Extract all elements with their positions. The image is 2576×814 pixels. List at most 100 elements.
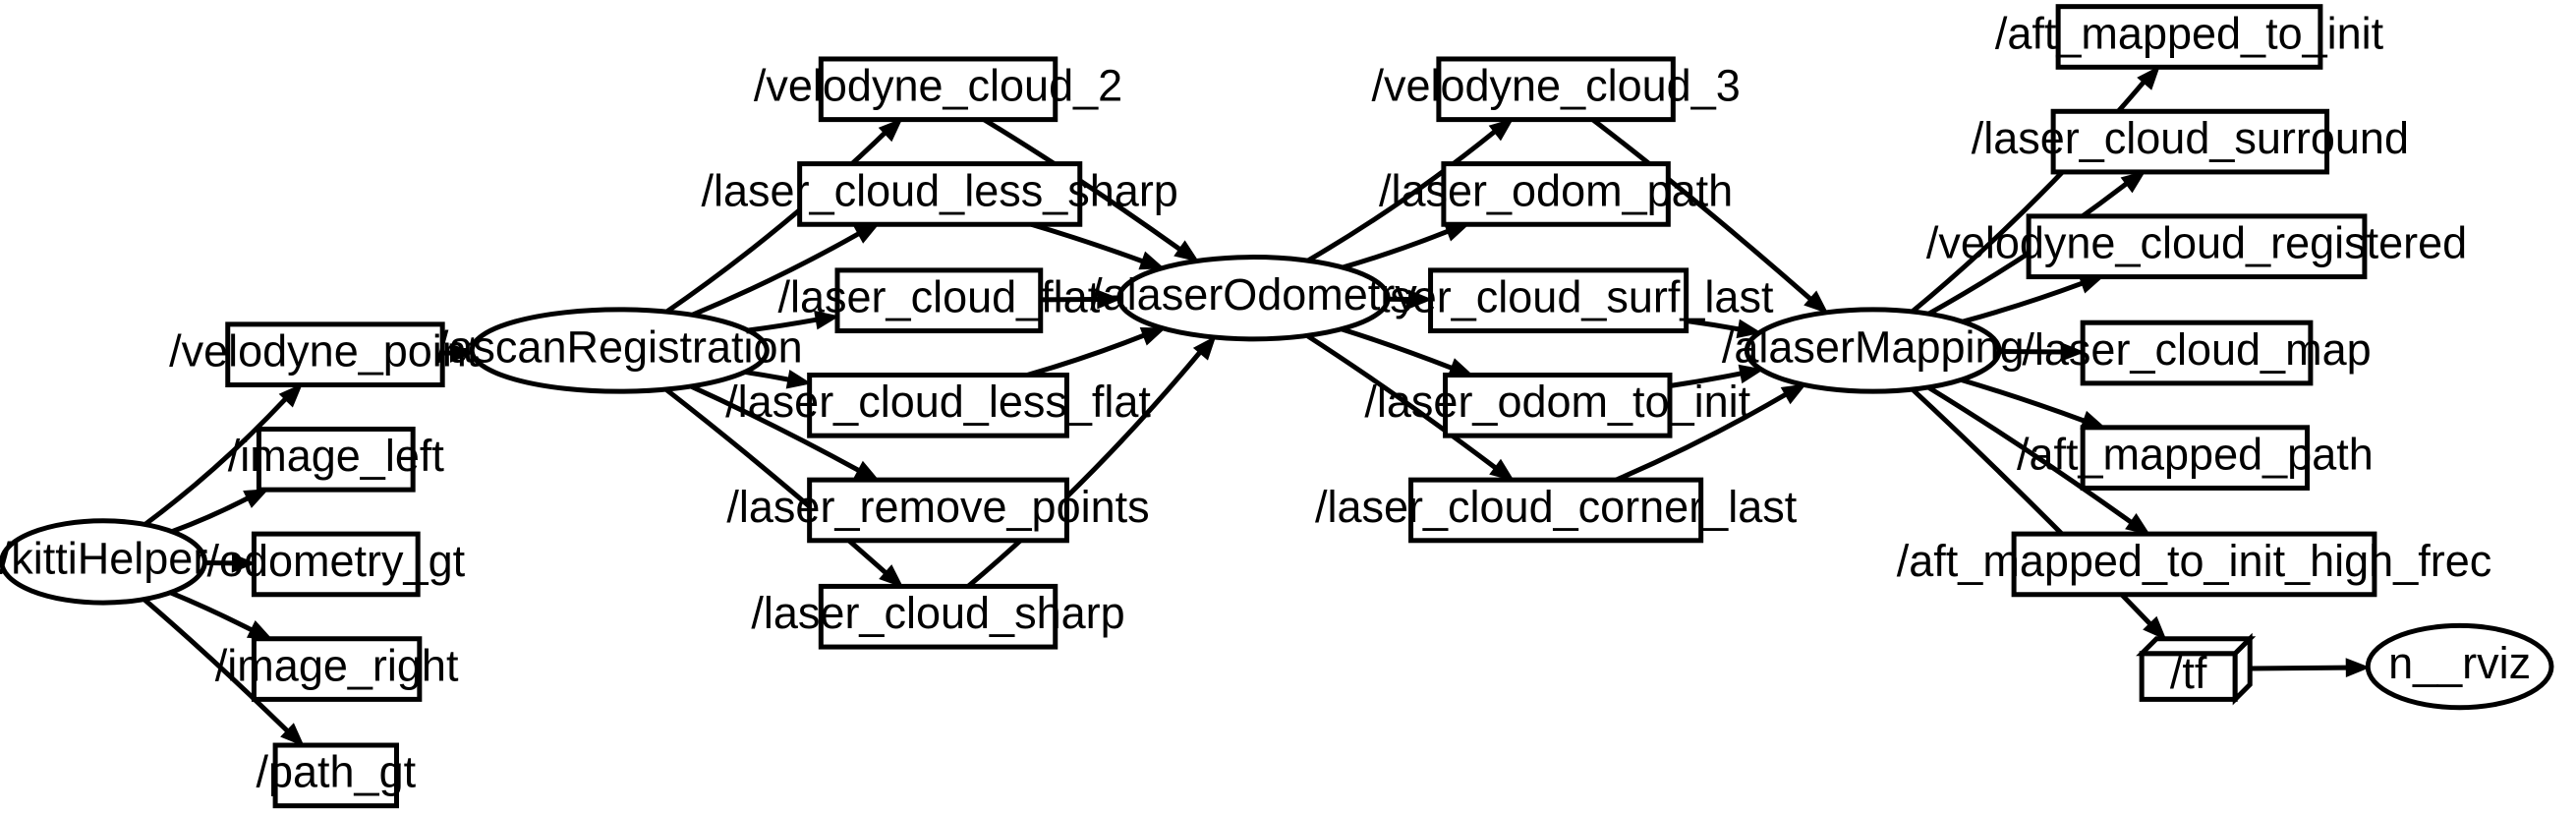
topic-label: /laser_cloud_map [2022, 324, 2371, 375]
topic-label: /velodyne_cloud_registered [1926, 218, 2467, 268]
topic-laser_cloud_map[interactable]: /laser_cloud_map [2022, 320, 2372, 386]
graph-edge [1926, 384, 2133, 525]
topic-velodyne_cloud_2[interactable]: /velodyne_cloud_2 [754, 56, 1122, 123]
topic-tf[interactable]: /tf [2136, 632, 2257, 706]
arrowhead-icon [2137, 65, 2160, 90]
node-n__rviz[interactable]: n__rviz [2365, 622, 2554, 711]
topic-laser_odom_to_init[interactable]: /laser_odom_to_init [1364, 373, 1751, 438]
topic-path_gt[interactable]: /path_gt [256, 742, 417, 809]
topic-laser_remove_points[interactable]: /laser_remove_points [726, 477, 1150, 544]
arrowhead-icon [1803, 290, 1829, 315]
topic-label: /laser_cloud_corner_last [1315, 482, 1798, 532]
arrowhead-icon [879, 564, 904, 588]
graph-edge [1669, 371, 1742, 388]
topic-laser_cloud_less_flat[interactable]: /laser_cloud_less_flat [725, 373, 1151, 438]
topic-aft_mapped_to_init_high_frec[interactable]: /aft_mapped_to_init_high_frec [1897, 531, 2491, 598]
topic-laser_cloud_corner_last[interactable]: /laser_cloud_corner_last [1315, 477, 1798, 544]
graph-edge [171, 495, 250, 535]
arrowhead-icon [1736, 319, 1762, 339]
arrowhead-icon [1780, 383, 1807, 405]
topic-laser_odom_path[interactable]: /laser_odom_path [1379, 161, 1733, 227]
arrowhead-icon [853, 223, 881, 244]
graph-edge [1030, 221, 1144, 264]
node-label: /alaserMapping [1722, 321, 2025, 372]
graph-edge [1962, 280, 2084, 324]
arrowhead-icon [246, 619, 273, 640]
arrowhead-icon [1407, 289, 1433, 310]
arrowhead-icon [2143, 615, 2167, 641]
topic-label: /laser_odom_path [1379, 165, 1733, 215]
topic-label: /aft_mapped_to_init [1995, 8, 2384, 58]
graph-edge [142, 597, 290, 733]
topic-aft_mapped_path[interactable]: /aft_mapped_path [2017, 425, 2374, 491]
topic-label: /laser_remove_points [726, 482, 1149, 532]
arrowhead-icon [2120, 170, 2147, 194]
topic-label: /image_left [228, 431, 445, 481]
arrowhead-icon [1139, 326, 1167, 346]
node-ascanRegistration[interactable]: /ascanRegistration [436, 307, 803, 394]
arrowhead-icon [2060, 342, 2086, 362]
topic-aft_mapped_to_init[interactable]: /aft_mapped_to_init [1995, 4, 2384, 70]
arrowhead-icon [1138, 251, 1166, 270]
topic-image_right[interactable]: /image_right [215, 636, 459, 702]
topic-label: /aft_mapped_path [2017, 430, 2374, 480]
arrowhead-icon [2125, 513, 2151, 536]
arrowhead-icon [449, 343, 475, 363]
arrowhead-icon [1192, 335, 1217, 361]
graph-edge [1590, 117, 1812, 301]
topic-label: /path_gt [256, 747, 416, 797]
edge-layer [142, 65, 2371, 747]
arrowhead-icon [1738, 364, 1764, 384]
topic-laser_cloud_surround[interactable]: /laser_cloud_surround [1972, 108, 2409, 175]
arrowhead-icon [280, 723, 305, 747]
arrowhead-icon [2345, 658, 2371, 678]
node-kittiHelper[interactable]: /kittiHelper [0, 518, 207, 606]
topic-label: /velodyne_cloud_2 [754, 61, 1122, 111]
arrowhead-icon [1097, 289, 1122, 310]
graph-edge [1615, 392, 1788, 483]
graph-edge [143, 397, 288, 527]
topic-label: /laser_cloud_surf_last [1344, 272, 1774, 322]
graph-edge [691, 231, 860, 318]
topic-laser_cloud_less_sharp[interactable]: /laser_cloud_less_sharp [702, 161, 1178, 227]
topic-label: /velodyne_points [169, 326, 501, 377]
node-label: /ascanRegistration [436, 321, 803, 372]
node-label: /alaserOdometry [1090, 269, 1417, 320]
graph-edge [169, 590, 253, 632]
arrowhead-icon [1174, 240, 1200, 262]
graph-edge [1026, 332, 1145, 378]
graph-edge [1305, 333, 1497, 470]
topic-label: /odometry_gt [206, 536, 465, 586]
graph-edge [664, 131, 887, 315]
node-alaserMapping[interactable]: /alaserMapping [1722, 307, 2025, 394]
topic-laser_cloud_surf_last[interactable]: /laser_cloud_surf_last [1344, 267, 1774, 334]
topic-laser_cloud_sharp[interactable]: /laser_cloud_sharp [751, 583, 1125, 650]
topic-label: /aft_mapped_to_init_high_frec [1897, 536, 2491, 586]
graph-edge [664, 387, 887, 575]
arrowhead-icon [878, 118, 903, 143]
topic-label: /image_right [215, 640, 459, 690]
arrowhead-icon [278, 382, 304, 408]
arrowhead-icon [231, 552, 257, 573]
topic-velodyne_points[interactable]: /velodyne_points [169, 321, 501, 388]
graph-edge [1686, 318, 1740, 332]
topic-label: /laser_odom_to_init [1364, 377, 1750, 427]
topic-label: /velodyne_cloud_3 [1371, 61, 1740, 111]
topic-label: /laser_cloud_surround [1972, 113, 2409, 163]
topic-label: /tf [2170, 648, 2207, 698]
node-layer: /velodyne_points/image_left/odometry_gt/… [0, 4, 2554, 809]
arrowhead-icon [814, 310, 840, 330]
topic-velodyne_cloud_3[interactable]: /velodyne_cloud_3 [1371, 56, 1741, 123]
node-alaserOdometry[interactable]: /alaserOdometry [1090, 255, 1417, 342]
arrowhead-icon [243, 489, 269, 508]
topic-image_left[interactable]: /image_left [228, 426, 445, 493]
topic-laser_cloud_flat[interactable]: /laser_cloud_flat [778, 267, 1101, 334]
graph-edge [2250, 665, 2347, 671]
graph-edge [1306, 129, 1497, 263]
topic-label: /laser_cloud_less_flat [725, 377, 1151, 427]
topic-odometry_gt[interactable]: /odometry_gt [206, 531, 466, 598]
topic-velodyne_cloud_registered[interactable]: /velodyne_cloud_registered [1926, 213, 2467, 280]
arrowhead-icon [785, 369, 812, 389]
